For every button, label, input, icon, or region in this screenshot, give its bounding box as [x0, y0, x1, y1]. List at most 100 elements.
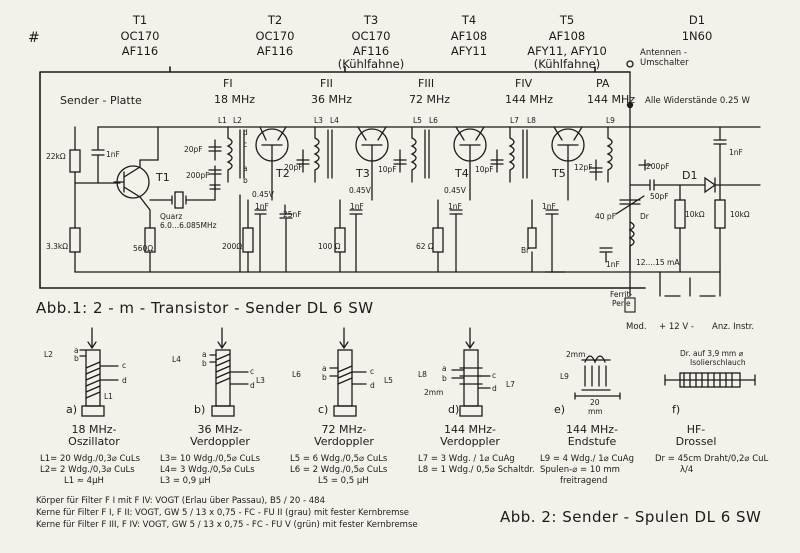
c25nf-label: 25nF: [283, 210, 302, 219]
t1-stage: [69, 126, 221, 273]
coil-a-label-l1: L1: [104, 392, 113, 401]
t4-id: T4: [461, 13, 477, 27]
coil-e-line-3: freitragend: [560, 476, 608, 486]
coil-d-title-1: 144 MHz-: [444, 423, 496, 436]
coil-a-label-c: c: [122, 361, 127, 370]
t5-id: T5: [559, 13, 575, 27]
stage-fii-freq: 36 MHz: [311, 93, 353, 106]
coil-a-label-b: b: [74, 354, 79, 363]
ferrit-label-1: Ferrit-: [610, 290, 633, 299]
c40pf-label: 40 pF: [595, 212, 617, 221]
v045-a-label: 0.45V: [252, 190, 274, 199]
core-note-2: Kerne für Filter F I, F II: VOGT, GW 5 /…: [36, 508, 410, 518]
coil-d-label-b: b: [442, 374, 447, 383]
c50pf-label: 50pF: [650, 192, 669, 201]
coil-a-label-l2: L2: [44, 350, 53, 359]
v045-b-label: 0.45V: [349, 186, 371, 195]
t5-type-a: AF108: [548, 29, 586, 43]
coil-e-tag: e): [554, 403, 566, 416]
antenna-switch-label-2: Umschalter: [640, 58, 689, 68]
terminal-meter: Anz. Instr.: [712, 322, 755, 332]
stage-fiv: [490, 126, 585, 273]
stage-fii-name: FII: [320, 77, 333, 90]
coil-e-title-2: Endstufe: [567, 435, 617, 448]
t3-type-b: AF116: [352, 44, 390, 58]
coil-f-tag: f): [672, 403, 681, 416]
t2-type-b: AF116: [256, 44, 294, 58]
stage-fiv-name: FIV: [515, 77, 533, 90]
coil-e-title-1: 144 MHz-: [566, 423, 618, 436]
l9-label: L9: [606, 116, 615, 125]
t4-label: T4: [455, 167, 469, 180]
coil-f-line-2: λ/4: [680, 465, 694, 475]
coil-b-label-l4: L4: [172, 355, 181, 364]
coil-b-title-1: 36 MHz-: [197, 423, 243, 436]
terminal-supply: + 12 V -: [659, 322, 694, 332]
coil-a-title-2: Oszillator: [68, 435, 120, 448]
core-note-3: Kerne für Filter F III, F IV: VOGT, GW 5…: [36, 520, 418, 530]
coil-f-label-1: Dr. auf 3,9 mm ⌀: [680, 349, 744, 358]
coil-b-line-1: L3= 10 Wdg./0,5⌀ CuLs: [160, 454, 261, 464]
c20pf-a-label: 20pF: [184, 145, 203, 154]
t3-type-a: OC170: [351, 29, 391, 43]
coil-b-tag: b): [194, 403, 206, 416]
stage-fiv-freq: 144 MHz: [505, 93, 554, 106]
l4-label: L4: [330, 116, 339, 125]
coil-c-label-b: b: [322, 373, 327, 382]
coil-f-drawing: [664, 372, 756, 388]
ferrit-label-2: Perle: [612, 299, 631, 308]
c1nf-a-label: 1nF: [106, 150, 120, 159]
filter-stages: [208, 60, 761, 313]
letter-b: b: [243, 176, 248, 185]
r22k-label: 22kΩ: [46, 152, 66, 161]
coil-a-label-a: a: [74, 346, 79, 355]
c10pf-a-label: 10pF: [378, 165, 397, 174]
letter-a: a: [243, 164, 248, 173]
core-note-1: Körper für Filter F I mit F IV: VOGT (Er…: [36, 496, 325, 506]
sender-platte-label: Sender - Platte: [60, 94, 142, 107]
dr-label: Dr: [640, 212, 649, 221]
coil-e-drawing: [574, 355, 621, 400]
coil-c-label-l6: L6: [292, 370, 301, 379]
coil-f-line-1: Dr = 45cm Draht/0,2⌀ CuL: [655, 454, 769, 464]
t5-note: (Kühlfahne): [533, 57, 601, 71]
letter-d: d: [243, 128, 248, 137]
c1nf-c-label: 1nF: [350, 202, 364, 211]
c1nf-g-label: 1nF: [606, 260, 620, 269]
coil-b-line-3: L3 = 0,9 μH: [160, 476, 211, 486]
coil-b-label-a: a: [202, 350, 207, 359]
corner-mark: #: [28, 30, 40, 46]
coil-c-line-1: L5 = 6 Wdg./0,5⌀ CuLs: [290, 454, 388, 464]
quarz-label: Quarz: [160, 212, 183, 221]
coil-d-label-l7: L7: [506, 380, 515, 389]
coil-c-drawing: [329, 327, 367, 417]
coil-b-title-2: Verdoppler: [190, 435, 250, 448]
coil-f-label-2: Isolierschlauch: [690, 358, 746, 367]
coil-c-label-l5: L5: [384, 376, 393, 385]
stage-fi-name: FI: [223, 77, 233, 90]
c10pf-b-label: 10pF: [475, 165, 494, 174]
d1-type: 1N60: [681, 29, 713, 43]
stage-fii: [296, 126, 389, 273]
c1nf-e-label: 1nF: [542, 202, 556, 211]
t2-type-a: OC170: [255, 29, 295, 43]
coil-e-label-l9: L9: [560, 372, 569, 381]
stage-fiii-name: FIII: [418, 77, 435, 90]
coil-a-line-2: L2= 2 Wdg./0,3⌀ CuLs: [40, 465, 135, 475]
coil-f-title-2: Drossel: [675, 435, 717, 448]
t3-note: (Kühlfahne): [337, 57, 405, 71]
letter-c: c: [243, 140, 248, 149]
stage-pa-freq: 144 MHz: [587, 93, 636, 106]
antenna-switch-label-1: Antennen -: [640, 48, 687, 58]
coil-b-line-2: L4= 3 Wdg./0,5⌀ CuLs: [160, 465, 255, 475]
coil-e-label-2mm: 2mm: [566, 350, 586, 359]
l7-label: L7: [510, 116, 519, 125]
coil-c-line-3: L5 = 0,5 μH: [318, 476, 369, 486]
coil-e-line-1: L9 = 4 Wdg./ 1⌀ CuAg: [540, 454, 635, 464]
figure-2-caption: Abb. 2: Sender - Spulen DL 6 SW: [500, 508, 762, 526]
l5-label: L5: [413, 116, 422, 125]
t2-id: T2: [267, 13, 283, 27]
coil-c-label-c: c: [370, 367, 375, 376]
l8-label: L8: [527, 116, 536, 125]
